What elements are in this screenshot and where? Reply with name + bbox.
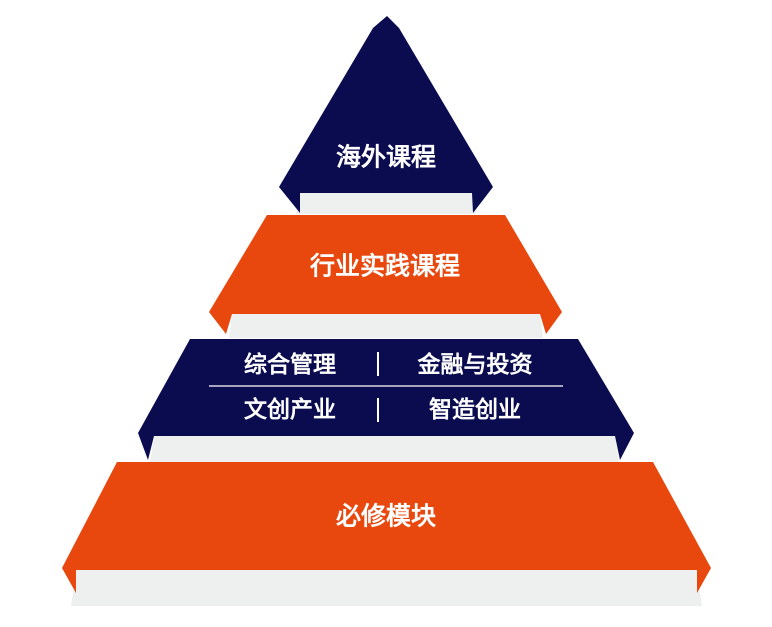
tier-3-base-shadow [150, 436, 619, 462]
tier-industry-practice-courses: 行业实践课程 [209, 215, 562, 338]
elective-cultural-creative-industry: 文创产业 [244, 396, 336, 423]
tier-1-shape [279, 16, 493, 213]
tier-required-modules: 必修模块 [62, 462, 711, 606]
tier-overseas-courses: 海外课程 [279, 16, 493, 214]
tier-1-base-shadow [296, 193, 476, 214]
tier-4-base-shadow [71, 570, 702, 606]
tier-1-label: 海外课程 [336, 143, 436, 172]
tier-2-label: 行业实践课程 [309, 252, 460, 281]
tier-2-shape [209, 215, 562, 334]
elective-smart-manufacturing-startup: 智造创业 [429, 396, 521, 423]
elective-finance-investment: 金融与投资 [417, 351, 533, 378]
tier-2-base-shadow [229, 314, 543, 338]
tier-3-shape [138, 339, 634, 460]
tier-elective-modules: 综合管理 金融与投资 文创产业 智造创业 [138, 339, 634, 462]
tier-4-shape [62, 462, 711, 593]
tier-4-label: 必修模块 [336, 502, 436, 531]
elective-management: 综合管理 [244, 351, 336, 378]
